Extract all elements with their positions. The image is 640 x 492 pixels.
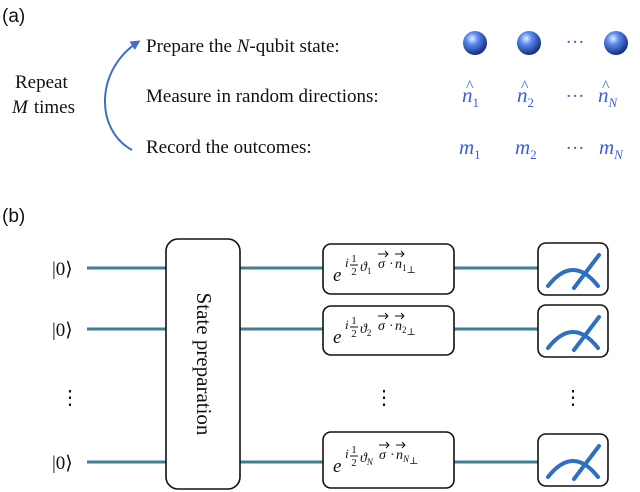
step-measure: Measure in random directions: (146, 86, 379, 107)
step-prepare-post: -qubit state: (249, 36, 339, 57)
ket-vdots: ⋮ (60, 387, 80, 409)
direction-1: n1 (462, 83, 479, 110)
gate-1-den: 2 (351, 266, 357, 278)
gate-n-sigma-arrow (379, 441, 390, 449)
meter-n-arc-icon (546, 459, 600, 479)
gate-n-n: nN⊥ (396, 448, 418, 467)
meter-2-arc-icon (546, 330, 600, 350)
repeat-label: Repeat (15, 72, 68, 93)
panel-b-label: (b) (2, 206, 25, 227)
gate-n-base: e (333, 456, 341, 477)
gate-1-box (322, 243, 455, 295)
gate-2-n-arrow (395, 312, 405, 320)
gate-n-num: 1 (351, 444, 357, 456)
meter-2-needle-icon (572, 315, 601, 352)
outcome-row: m1 m2 ··· mN (459, 135, 624, 162)
direction-2: n2 (517, 83, 534, 110)
gate-2: e i 1 2 ϑ2 σ · n2⊥ (322, 305, 455, 356)
qubit-sphere-2-icon (517, 31, 541, 55)
meter-1 (537, 242, 609, 296)
qubit-ellipsis: ··· (566, 32, 585, 53)
qubit-sphere-1-icon (463, 31, 487, 55)
meter-vdots: ⋮ (563, 387, 583, 409)
gate-n-i: i (345, 446, 349, 461)
meter-1-arc-icon (546, 268, 600, 288)
gate-1-theta: ϑ1 (360, 260, 371, 276)
ket-1: |0⟩ (52, 259, 73, 280)
gate-2-den: 2 (351, 328, 357, 340)
outcome-1: m1 (459, 135, 481, 162)
repeat-times: times (34, 97, 75, 118)
direction-ellipsis: ··· (566, 86, 585, 107)
gate-1-base: e (333, 265, 341, 286)
gate-n-sigma: σ (379, 448, 387, 463)
direction-n: nN (598, 83, 619, 110)
direction-1-hat: ^ (466, 78, 474, 95)
gate-2-sigma-arrow (378, 312, 389, 320)
step-prepare: Prepare the N-qubit state: (146, 36, 340, 57)
repeat-arrow (104, 40, 141, 151)
step-prepare-n: N (236, 36, 251, 57)
gate-1-n-arrow (395, 250, 405, 258)
gate-n-theta: ϑN (360, 451, 374, 467)
gate-2-box (322, 305, 455, 356)
qubit-sphere-n-icon (604, 31, 628, 55)
gate-n-box (322, 431, 455, 489)
gate-2-theta: ϑ2 (360, 322, 371, 338)
gate-1-sigma-arrow (378, 250, 389, 258)
gate-2-dot: · (389, 319, 394, 334)
direction-2-hat: ^ (521, 78, 529, 95)
state-preparation-label: State preparation (192, 293, 216, 436)
gate-n-dot: · (390, 448, 395, 463)
gate-2-num: 1 (351, 315, 357, 327)
step-prepare-pre: Prepare the (146, 36, 237, 57)
outcome-2: m2 (515, 135, 537, 162)
meter-n (537, 433, 609, 487)
gate-1-dot: · (389, 257, 394, 272)
gate-1-n: n1⊥ (395, 257, 416, 276)
gate-n: e i 1 2 ϑN σ · nN⊥ (322, 431, 455, 489)
ket-n: |0⟩ (52, 453, 73, 474)
gate-1-sigma: σ (378, 257, 386, 272)
meter-2 (537, 304, 609, 358)
panel-b: (b) |0⟩ |0⟩ ⋮ |0⟩ State preparation e i … (2, 206, 609, 490)
step-record: Record the outcomes: (146, 137, 312, 158)
meter-1-needle-icon (572, 253, 601, 290)
gate-2-base: e (333, 327, 341, 348)
repeat-m: M (11, 97, 29, 118)
outcome-n: mN (599, 135, 624, 162)
panel-a-label: (a) (2, 6, 25, 27)
ket-2: |0⟩ (52, 320, 73, 341)
gate-2-sigma: σ (378, 319, 386, 334)
gate-n-n-arrow (396, 441, 406, 449)
wires (87, 266, 540, 464)
direction-n-hat: ^ (602, 78, 610, 95)
gate-1-i: i (345, 255, 349, 270)
meter-n-needle-icon (572, 444, 601, 481)
state-preparation-box (165, 238, 241, 490)
gate-2-i: i (345, 317, 349, 332)
outcome-ellipsis: ··· (566, 138, 585, 159)
gate-1-num: 1 (351, 253, 357, 265)
gate-n-den: 2 (351, 457, 357, 469)
direction-row: n1 ^ n2 ^ ··· nN ^ (462, 78, 619, 110)
gate-2-n: n2⊥ (395, 319, 416, 338)
gate-1: e i 1 2 ϑ1 σ · n1⊥ (322, 243, 455, 295)
gate-vdots: ⋮ (374, 387, 394, 409)
